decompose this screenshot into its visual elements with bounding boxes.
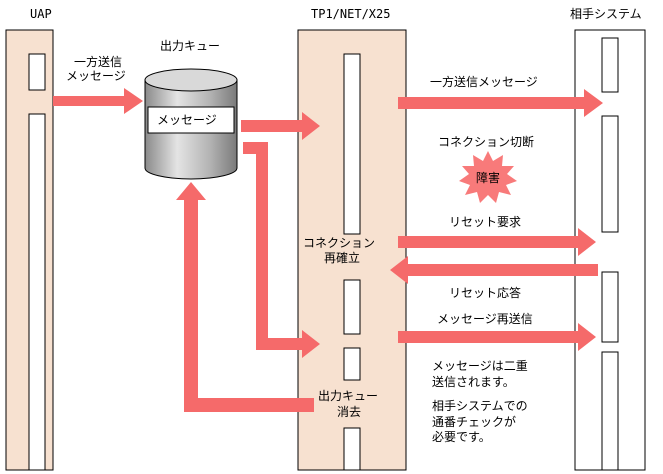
arrow-queue-resend-path	[243, 142, 320, 358]
queue-delete-label-2: 消去	[337, 405, 361, 419]
arrow-reset-response	[390, 256, 598, 284]
conn-cut-label: コネクション切断	[438, 134, 534, 149]
arrow-reset-request	[398, 228, 596, 256]
tp1-activation-1	[343, 53, 361, 235]
arrow-resend	[398, 323, 596, 351]
arrow-queue-delete-path	[176, 182, 314, 412]
reconnect-label-2: 再確立	[324, 250, 360, 265]
tp1-activation-4	[343, 427, 361, 471]
partner-activation-1	[601, 37, 619, 93]
partner-activation-4	[601, 351, 619, 471]
note-line-3: 相手システムでの	[432, 399, 528, 413]
queue-delete-label-1: 出力キュー	[318, 389, 378, 403]
arrow-oneway-message	[398, 89, 603, 117]
note-line-4: 通番チェックが	[432, 414, 516, 429]
partner-activation-3	[601, 271, 619, 343]
failure-burst	[459, 151, 517, 203]
failure-label: 障害	[476, 170, 500, 185]
reset-response-label: リセット応答	[449, 285, 521, 300]
queue-message-box	[147, 106, 235, 134]
oneway-message-label: 一方送信メッセージ	[430, 74, 538, 89]
note-line-2: 送信されます。	[432, 374, 515, 389]
note-line-5: 必要です。	[432, 430, 491, 444]
arrow-queue-to-tp1	[241, 112, 320, 140]
uap-activation-1	[28, 53, 46, 91]
tp1-header: TP1/NET/X25	[311, 7, 390, 21]
note-line-1: メッセージは二重	[432, 359, 528, 373]
partner-activation-2	[601, 115, 619, 233]
partner-header: 相手システム	[570, 7, 642, 21]
uap-header: UAP	[30, 7, 52, 21]
tp1-activation-2	[343, 279, 361, 335]
queue-message-label: メッセージ	[157, 113, 217, 127]
reset-request-label: リセット要求	[449, 215, 521, 229]
uap-activation-2	[28, 113, 46, 471]
arrow-uap-to-queue	[53, 88, 143, 114]
oneway-send-label-1: 一方送信	[74, 54, 122, 69]
tp1-activation-3	[343, 347, 361, 381]
oneway-send-label-2: メッセージ	[66, 69, 126, 83]
resend-label: メッセージ再送信	[437, 311, 533, 326]
reconnect-label-1: コネクション	[303, 236, 375, 250]
queue-title: 出力キュー	[160, 39, 220, 53]
